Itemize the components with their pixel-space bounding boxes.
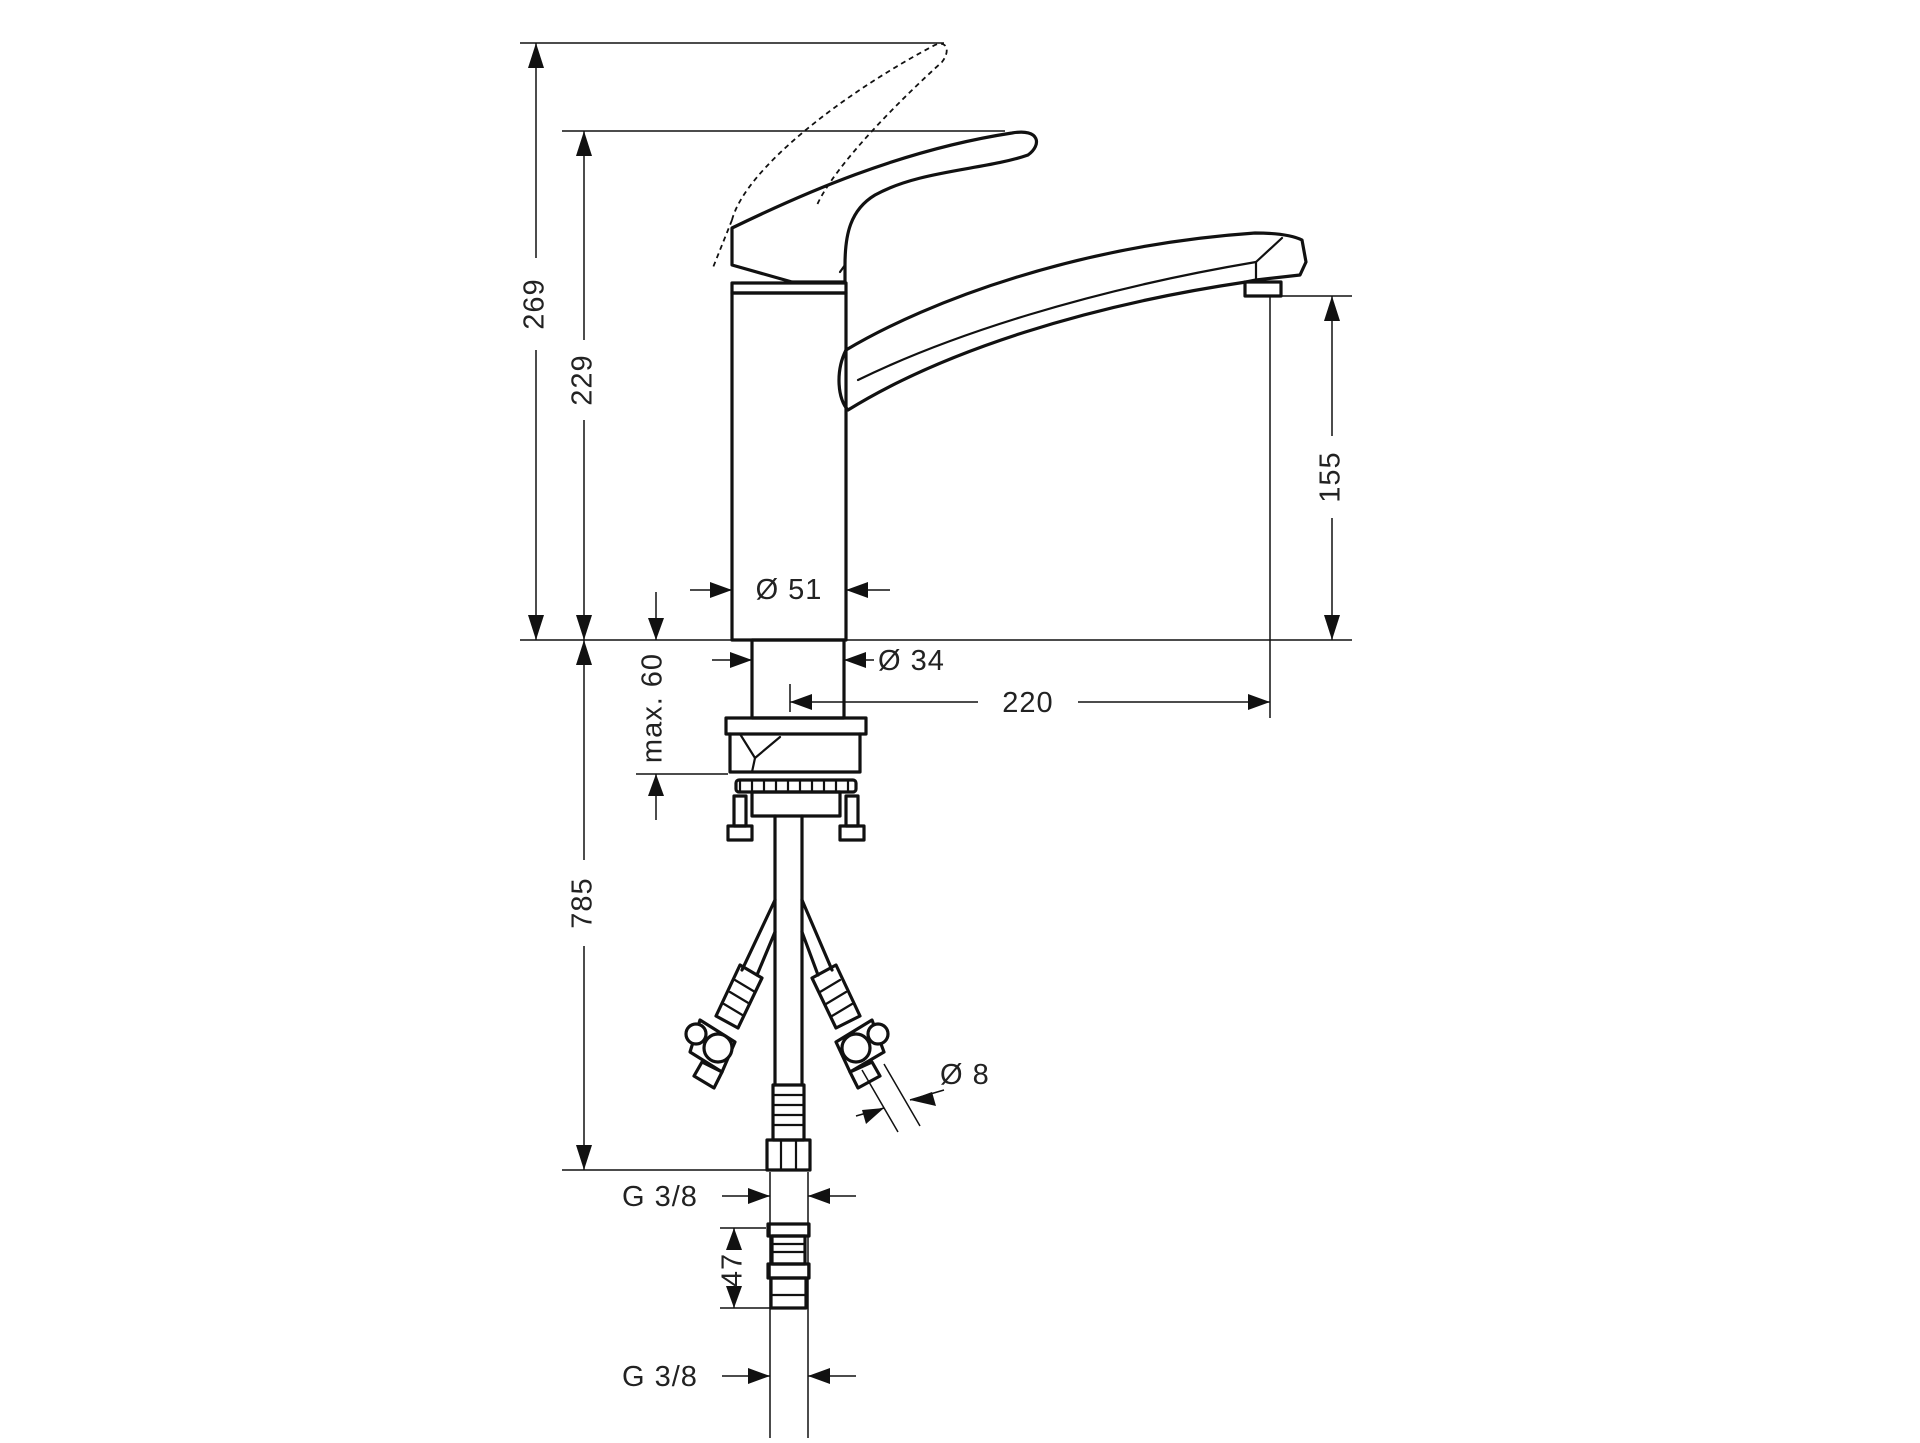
label-thread-lower: G 3/8 [622, 1361, 698, 1393]
label-shank-diameter: Ø 34 [878, 645, 945, 677]
label-body-diameter: Ø 51 [756, 574, 823, 606]
right-hose [800, 898, 834, 977]
dim-229 [576, 131, 592, 640]
fixing-stud-left [726, 794, 754, 842]
aerator [1243, 280, 1283, 298]
handle-lever [730, 130, 1039, 284]
label-max-thickness: max. 60 [637, 653, 669, 763]
dim-shank-diameter [712, 652, 874, 668]
label-connector-length: 47 [717, 1253, 749, 1287]
fixing-stud-right [838, 794, 866, 842]
label-hose-length: 785 [567, 877, 599, 928]
mounting-plate [724, 716, 868, 736]
dim-thread-upper [722, 1188, 856, 1204]
dim-body-diameter [690, 582, 890, 598]
dim-269 [528, 43, 544, 640]
label-155: 155 [1315, 451, 1347, 502]
label-spout-reach: 220 [1002, 687, 1053, 719]
right-hose-fitting [810, 963, 890, 1090]
label-hose-diameter: Ø 8 [940, 1059, 990, 1091]
left-hose-fitting [684, 963, 764, 1090]
dim-hose-length [576, 640, 592, 1170]
dimension-lines [520, 42, 1352, 1438]
dim-hose-diameter [855, 1063, 945, 1133]
washer [734, 778, 858, 794]
center-pipe [773, 814, 804, 1087]
dimension-labels: 269 229 155 Ø 51 Ø 34 220 max. 60 785 Ø … [519, 278, 1347, 1393]
dim-max-thickness [648, 592, 664, 820]
left-hose [740, 898, 777, 977]
dim-connector-length [726, 1228, 742, 1308]
dim-spout-reach [789, 684, 1270, 712]
faucet-body [711, 42, 1308, 842]
label-thread-upper: G 3/8 [622, 1181, 698, 1213]
center-pipe-fitting [765, 1083, 812, 1172]
raised-handle-outline [731, 42, 948, 221]
label-269: 269 [519, 278, 551, 329]
connector-piece [766, 1222, 811, 1310]
shank [750, 638, 846, 720]
dim-155 [1324, 296, 1340, 640]
supply-hoses [684, 814, 890, 1310]
label-229: 229 [567, 354, 599, 405]
spout [837, 231, 1308, 412]
dim-thread-lower [722, 1368, 856, 1384]
fixing-nut [750, 790, 842, 818]
